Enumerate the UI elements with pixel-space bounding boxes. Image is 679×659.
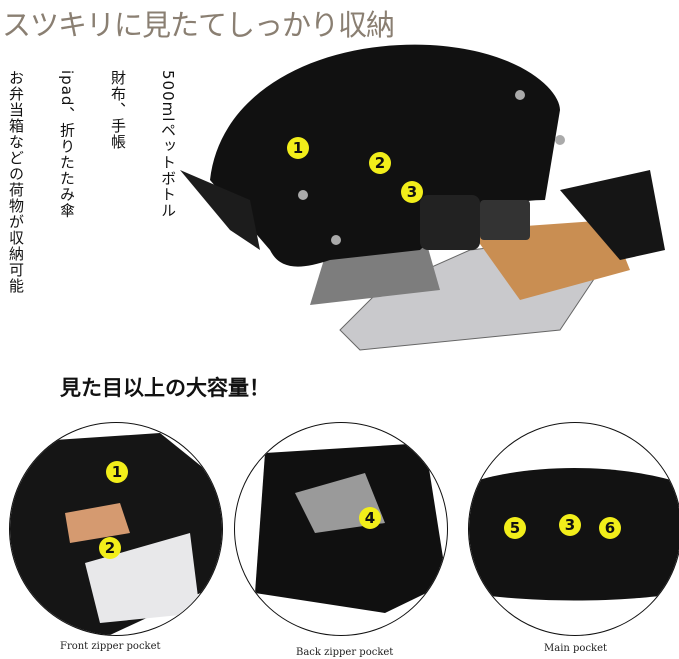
- feature-bottle: 500mlペットボトル: [159, 70, 177, 219]
- headline: スツキリに見たてしっかり収納: [2, 8, 395, 42]
- back-pocket-circle: [234, 422, 448, 636]
- front-pocket-circle: [9, 422, 223, 636]
- main-badge-6: 6: [599, 517, 621, 539]
- front-badge-1: 1: [106, 461, 128, 483]
- bag-photo: [180, 44, 665, 351]
- main-badge-5: 5: [504, 517, 526, 539]
- back-badge-4: 4: [359, 507, 381, 529]
- feature-ipad: ipad、折りたたみ傘: [58, 70, 76, 219]
- front-badge-2: 2: [99, 537, 121, 559]
- feature-wallet: 財布、手帳: [109, 70, 127, 150]
- main-badge-3: 3: [559, 514, 581, 536]
- capacity-heading: 見た目以上の大容量！: [60, 376, 270, 400]
- badge-3: 3: [401, 181, 423, 203]
- feature-lunchbox: お弁当箱などの荷物が収納可能: [7, 70, 25, 294]
- badge-2: 2: [369, 152, 391, 174]
- caption-main-pocket: Main pocket: [544, 643, 608, 654]
- caption-back-pocket: Back zipper pocket: [296, 647, 394, 658]
- caption-front-pocket: Front zipper pocket: [60, 641, 161, 652]
- badge-1: 1: [287, 137, 309, 159]
